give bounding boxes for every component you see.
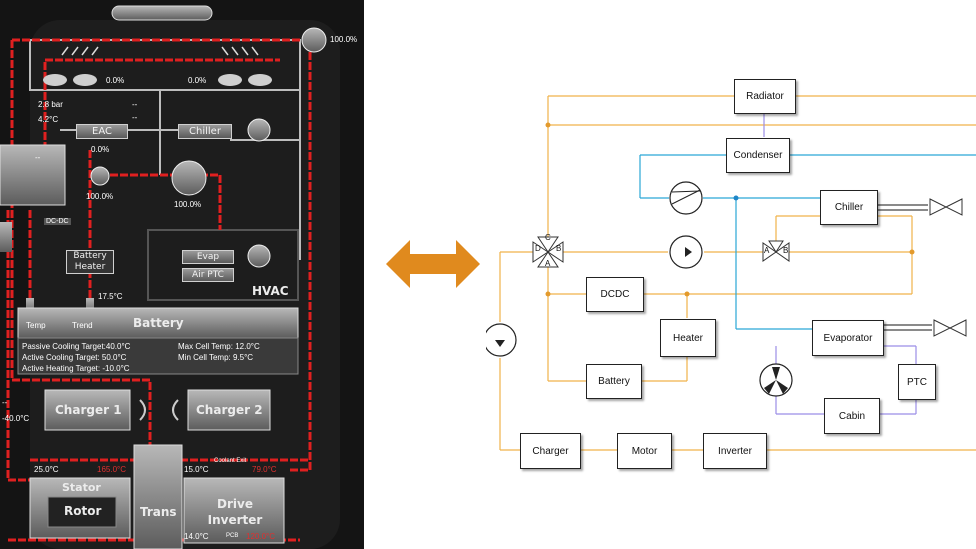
pump-icon <box>669 235 703 269</box>
stator-label: Stator <box>62 481 101 494</box>
charger-value: -- <box>2 398 8 407</box>
coolant-exit-label: Coolant Exit <box>214 458 247 464</box>
cabin-block: Cabin <box>824 398 880 434</box>
battery-label: Battery <box>133 316 184 330</box>
eac-label: EAC <box>76 124 128 139</box>
hvac-label: HVAC <box>252 284 289 298</box>
heater-block: Heater <box>660 319 716 357</box>
charger2-label: Charger 2 <box>196 403 263 417</box>
chiller-label: Chiller <box>178 124 232 139</box>
inverter-temp-value: 15.0°C <box>184 465 209 474</box>
battery-heater-label: Battery Heater <box>66 250 114 274</box>
stator-max-temp-value: 165.0°C <box>97 465 126 474</box>
cabin-value: -- <box>35 153 41 162</box>
charger-block: Charger <box>520 433 581 469</box>
valve-port-label: D <box>535 244 541 253</box>
pump-icon <box>486 323 517 357</box>
min-cell-temp: Min Cell Temp: 9.5°C <box>178 353 254 362</box>
dash-value: -- <box>132 100 138 109</box>
fan-right-value: 0.0% <box>188 76 207 85</box>
pcb-base-temp-value: 14.0°C <box>184 532 209 541</box>
max-cell-temp: Max Cell Temp: 12.0°C <box>178 342 260 351</box>
pcb-label: PCB <box>226 533 239 539</box>
motor-block: Motor <box>617 433 672 469</box>
eac-value: 0.0% <box>91 145 110 154</box>
pump-value: 100.0% <box>174 200 202 209</box>
passive-cooling-target: Passive Cooling Target:40.0°C <box>22 342 131 351</box>
three-way-valve-icon <box>762 240 790 262</box>
evaporator-block: Evaporator <box>812 320 884 356</box>
coolant-exit-value: 79.0°C <box>252 465 277 474</box>
four-way-valve-icon <box>532 236 564 268</box>
fan-icon <box>759 363 793 397</box>
temp-label: Temp <box>26 321 46 330</box>
ptc-block: PTC <box>898 364 936 400</box>
valve-port-label: C <box>545 233 551 242</box>
condenser-block: Condenser <box>726 138 790 173</box>
active-cooling-target: Active Cooling Target: 50.0°C <box>22 353 127 362</box>
air-ptc-label: Air PTC <box>182 268 234 282</box>
drive-inverter-label: Drive Inverter <box>207 497 263 527</box>
fan-left-value: 0.0% <box>106 76 125 85</box>
simplified-schematic: Radiator Condenser Chiller DCDC Heater B… <box>486 0 976 549</box>
trans-label: Trans <box>140 505 177 519</box>
charger-temp-value: -40.0°C <box>2 414 30 423</box>
refrigerant-temp-value: 4.2°C <box>38 115 59 124</box>
dcdc-label: DC-DC <box>44 218 71 225</box>
valve-port-label: A <box>545 259 551 268</box>
thermal-system-screenshot: 0.0% 0.0% 100.0% 2.8 bar 4.2°C -- -- EAC… <box>0 0 364 549</box>
radiator-block: Radiator <box>734 79 796 114</box>
trend-label: Trend <box>72 321 93 330</box>
top-valve-value: 100.0% <box>330 35 358 44</box>
double-arrow-icon <box>386 240 480 288</box>
valve-port-label: B <box>556 244 562 253</box>
chiller-block: Chiller <box>820 190 878 225</box>
expansion-valve-icon <box>933 319 967 337</box>
stator-temp-value: 25.0°C <box>34 465 59 474</box>
battery-temp-value: 17.5°C <box>98 292 123 301</box>
pump-value: 100.0% <box>86 192 114 201</box>
valve-port-label: A <box>764 246 770 255</box>
valve-port-label: B <box>783 246 789 255</box>
charger1-label: Charger 1 <box>55 403 122 417</box>
schematic-connections <box>486 95 976 451</box>
dcdc-block: DCDC <box>586 277 644 312</box>
pcb-temp-value: 120.0°C <box>246 532 275 541</box>
compressor-icon <box>669 181 703 215</box>
evap-label: Evap <box>182 250 234 264</box>
expansion-valve-icon <box>929 198 963 216</box>
inverter-block: Inverter <box>703 433 767 469</box>
active-heating-target: Active Heating Target: -10.0°C <box>22 364 130 373</box>
battery-block: Battery <box>586 364 642 399</box>
dash-value: -- <box>132 113 138 122</box>
coolant-loop-graphic <box>0 5 340 549</box>
rotor-label: Rotor <box>64 504 102 518</box>
pressure-value: 2.8 bar <box>38 100 63 109</box>
